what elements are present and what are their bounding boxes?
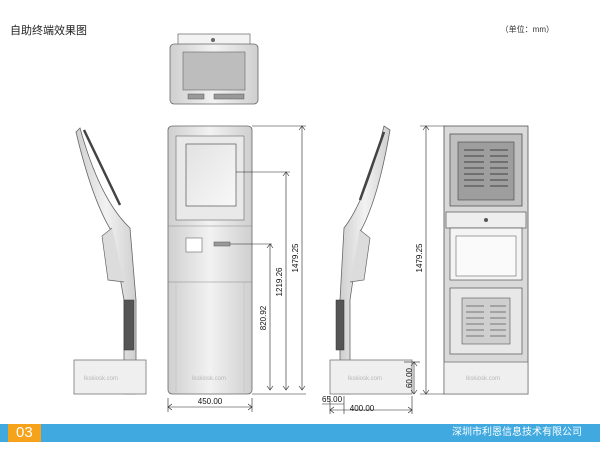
base-height-label: 60.00 xyxy=(405,367,414,388)
watermark: lkskiosk.com xyxy=(348,376,382,382)
watermark: lkskiosk.com xyxy=(192,376,226,382)
page-number: 03 xyxy=(8,424,41,442)
page-title: 自助终端效果图 xyxy=(10,25,87,37)
back-view-open: lkskiosk.com xyxy=(443,125,529,395)
screen-height-label: 1219.26 xyxy=(275,267,284,296)
side-dimensions xyxy=(322,361,420,414)
back-height-label: 1479.25 xyxy=(415,243,424,272)
company-name: 深圳市利恩信息技术有限公司 xyxy=(452,427,582,438)
total-height-label: 1479.25 xyxy=(291,243,300,272)
back-dimensions xyxy=(420,125,444,395)
front-width-label: 450.00 xyxy=(198,397,223,406)
toe-depth-label: 65.00 xyxy=(322,395,343,404)
watermark: lkskiosk.com xyxy=(84,376,118,382)
kiosk-drawing: lkskiosk.com lkskiosk.com xyxy=(73,33,529,414)
unit-label: （单位：mm） xyxy=(500,25,554,34)
top-view xyxy=(169,33,259,105)
lower-height-label: 820.92 xyxy=(259,305,268,330)
watermark: lkskiosk.com xyxy=(466,376,500,382)
side-view-left: lkskiosk.com xyxy=(73,127,147,395)
side-depth-label: 400.00 xyxy=(350,404,375,413)
front-dimensions xyxy=(167,125,306,412)
front-view: lkskiosk.com xyxy=(167,125,253,395)
footer-bar: 03 深圳市利恩信息技术有限公司 xyxy=(0,424,600,442)
side-view-right: lkskiosk.com xyxy=(329,125,413,395)
